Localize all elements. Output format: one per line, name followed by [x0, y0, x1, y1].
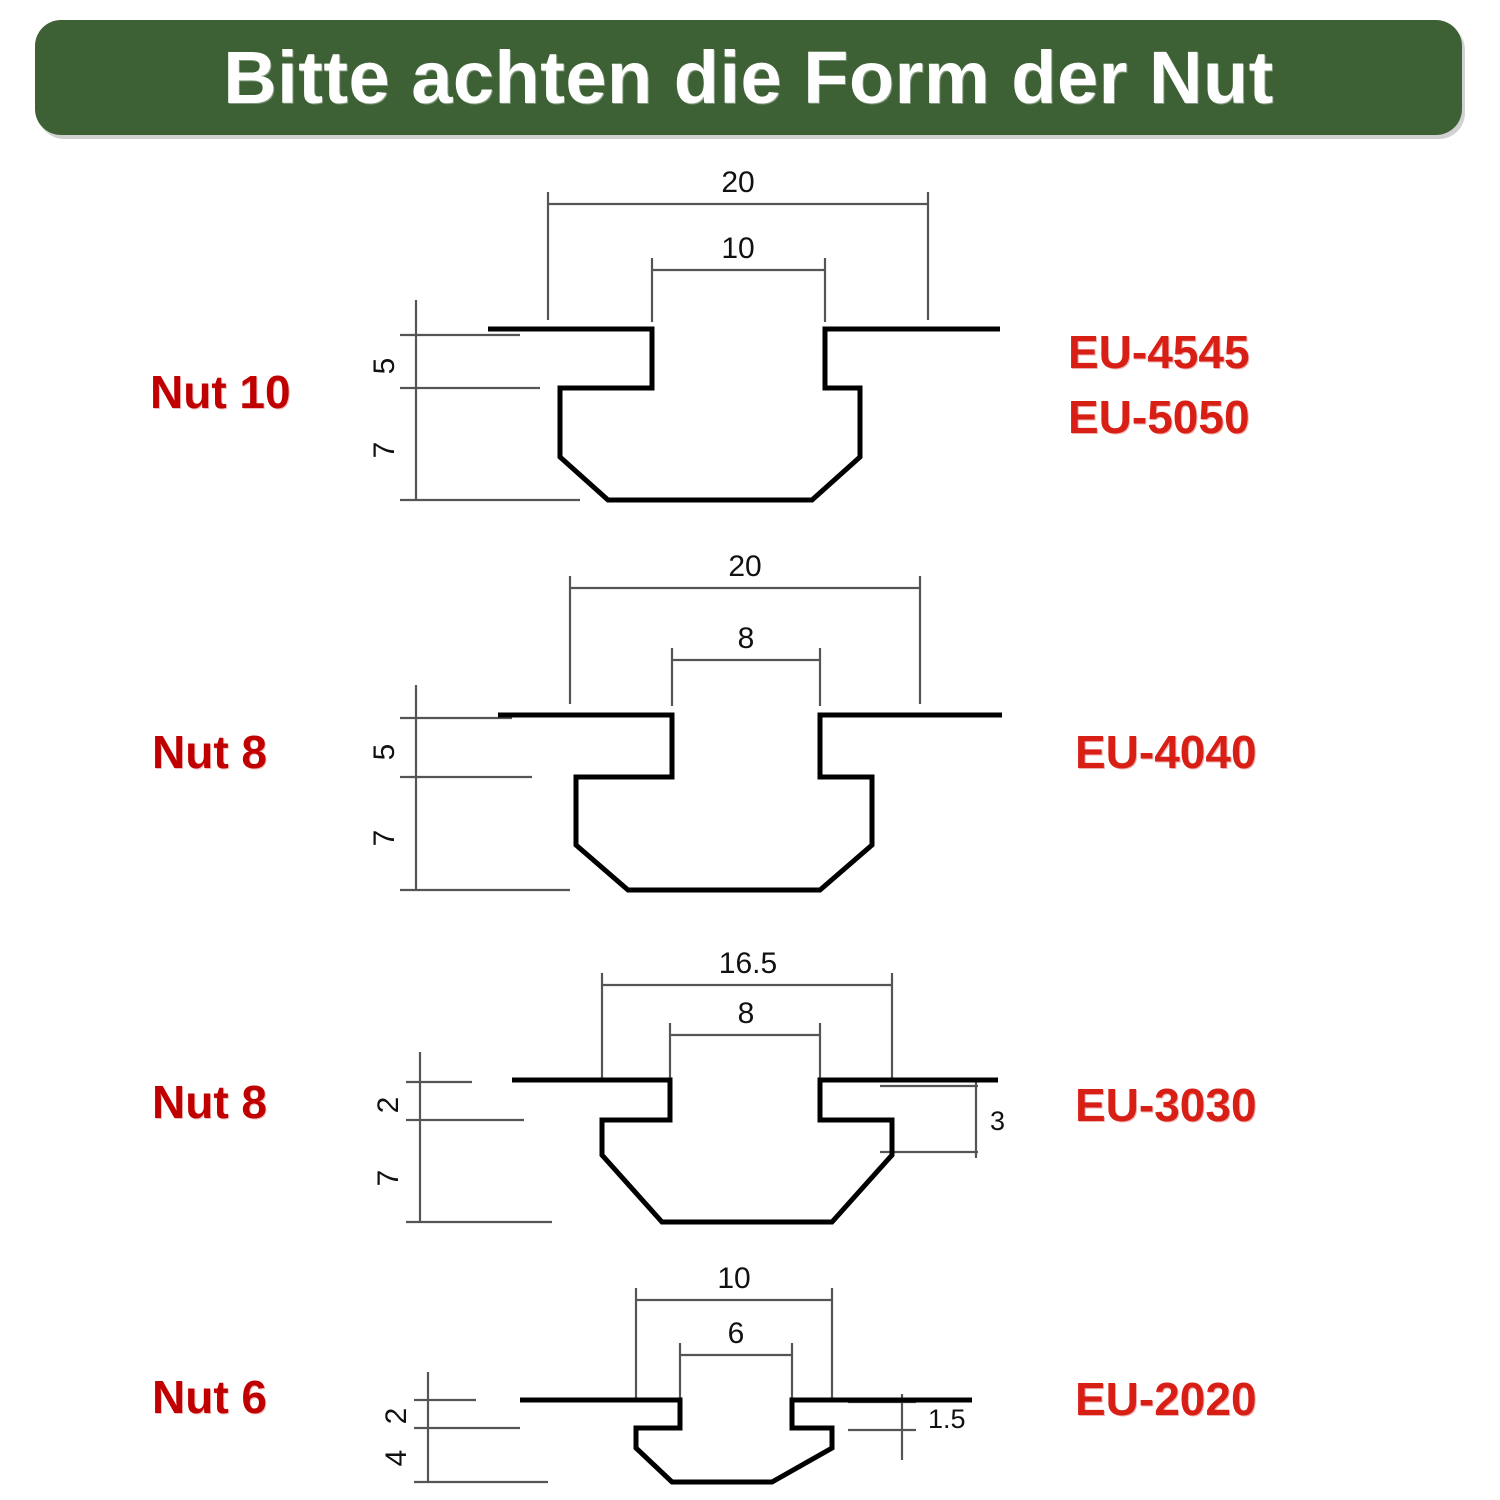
dimension-outer-width-row-1: 20 — [546, 166, 930, 320]
dimension-value-upper-depth-row-1: 5 — [368, 358, 401, 375]
dimension-inner-width-row-1: 10 — [650, 232, 827, 322]
dimension-vertical-row-2: 5 7 — [368, 685, 570, 892]
t-slot-profile-row-3 — [512, 1077, 998, 1225]
eu-label-row-4-a: EU-2020 — [1075, 1373, 1257, 1425]
t-slot-svg-row-2: 20 8 5 7 — [368, 550, 1002, 893]
dimension-outer-width-row-2: 20 — [568, 550, 922, 704]
dimension-value-lower-depth-row-3: 7 — [372, 1170, 405, 1187]
dimension-side-callout-row-4: 1.5 — [848, 1394, 966, 1460]
dimension-value-side-row-4: 1.5 — [928, 1404, 966, 1434]
eu-label-row-2-a: EU-4040 — [1075, 726, 1257, 778]
dimension-outer-width-row-4: 10 — [634, 1262, 834, 1398]
dimension-value-inner-row-3: 8 — [738, 997, 755, 1030]
eu-label-row-3-a: EU-3030 — [1075, 1079, 1257, 1131]
profile-drawing-row-2: 20 8 5 7 — [368, 540, 1040, 930]
dimension-value-inner-row-4: 6 — [728, 1317, 745, 1350]
profile-row-2: Nut 8 EU-4040 20 8 — [0, 540, 1500, 930]
dimension-value-lower-depth-row-4: 4 — [380, 1450, 413, 1467]
nut-label-row-3: Nut 8 — [152, 1076, 267, 1128]
profile-row-3: Nut 8 EU-3030 16.5 8 — [0, 930, 1500, 1260]
header-banner: Bitte achten die Form der Nut — [35, 20, 1462, 135]
dimension-value-inner-row-2: 8 — [738, 622, 755, 655]
dimension-inner-width-row-3: 8 — [668, 997, 822, 1082]
dimension-value-lower-depth-row-2: 7 — [368, 830, 401, 847]
nut-label-row-1: Nut 10 — [150, 366, 291, 418]
dimension-vertical-row-1: 5 7 — [368, 300, 580, 502]
eu-label-row-1-b: EU-5050 — [1068, 391, 1250, 443]
profile-row-1: Nut 10 EU-4545 EU-5050 20 10 — [0, 160, 1500, 540]
dimension-value-inner-row-1: 10 — [721, 232, 754, 265]
dimension-vertical-row-3: 2 7 — [372, 1052, 552, 1224]
page-title: Bitte achten die Form der Nut — [223, 36, 1274, 119]
t-slot-profile-row-2 — [498, 712, 1002, 893]
dimension-value-outer-row-3: 16.5 — [719, 947, 777, 980]
t-slot-profile-row-1 — [488, 326, 1000, 503]
dimension-value-outer-row-1: 20 — [721, 166, 754, 199]
dimension-value-outer-row-2: 20 — [728, 550, 761, 583]
t-slot-svg-row-3: 16.5 8 2 7 3 — [372, 947, 1005, 1225]
t-slot-profile-row-4 — [520, 1397, 972, 1485]
dimension-side-callout-row-3: 3 — [880, 1080, 1005, 1158]
nut-label-row-4: Nut 6 — [152, 1371, 267, 1423]
dimension-value-upper-depth-row-2: 5 — [368, 744, 401, 761]
profile-drawing-row-4: 10 6 2 4 1.5 — [380, 1250, 1040, 1500]
dimension-value-side-row-3: 3 — [990, 1106, 1005, 1136]
eu-label-row-1-a: EU-4545 — [1068, 326, 1250, 378]
profile-drawing-row-3: 16.5 8 2 7 3 — [372, 930, 1040, 1260]
dimension-vertical-row-4: 2 4 — [380, 1372, 548, 1484]
profile-row-4: Nut 6 EU-2020 10 6 — [0, 1250, 1500, 1500]
dimension-value-upper-depth-row-3: 2 — [372, 1097, 405, 1114]
dimension-inner-width-row-2: 8 — [670, 622, 822, 706]
t-slot-svg-row-4: 10 6 2 4 1.5 — [380, 1262, 972, 1485]
t-slot-svg-row-1: 20 10 5 7 — [368, 166, 1000, 503]
dimension-value-outer-row-4: 10 — [717, 1262, 750, 1295]
profile-drawing-row-1: 20 10 5 7 — [368, 160, 1040, 540]
dimension-value-lower-depth-row-1: 7 — [368, 442, 401, 459]
nut-label-row-2: Nut 8 — [152, 726, 267, 778]
dimension-outer-width-row-3: 16.5 — [600, 947, 894, 1082]
dimension-value-upper-depth-row-4: 2 — [380, 1408, 413, 1425]
dimension-inner-width-row-4: 6 — [678, 1317, 794, 1398]
